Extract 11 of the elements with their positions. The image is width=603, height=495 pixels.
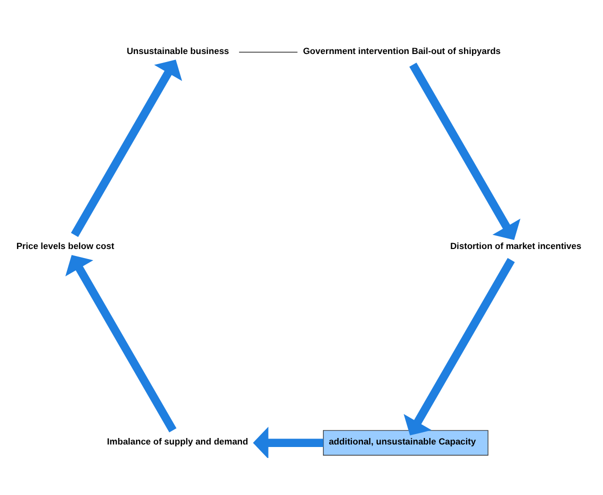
node-text: Imbalance of supply and demand <box>107 436 248 446</box>
arrow <box>70 60 182 238</box>
node-text: Government intervention Bail-out of shipyards <box>302 46 501 56</box>
node-text: Distortion of market incentives <box>450 241 582 252</box>
arrow <box>409 62 520 240</box>
arrow <box>65 254 176 432</box>
node-text: Unsustainable business <box>126 46 230 56</box>
node-box: additional, unsustainable Capacity <box>322 430 488 456</box>
node-text: Price levels below cost <box>16 241 114 252</box>
arrow <box>253 426 324 458</box>
arrow <box>404 258 515 436</box>
